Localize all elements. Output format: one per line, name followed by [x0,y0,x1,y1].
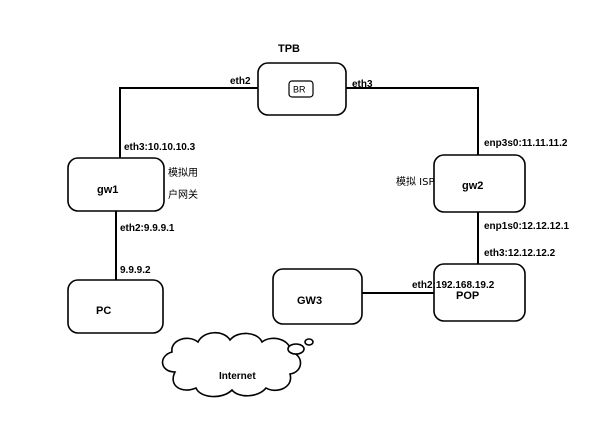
gw2-enp3s0-label: enp3s0:11.11.11.2 [484,138,568,149]
gw1-eth2-label: eth2:9.9.9.1 [120,223,175,234]
pop-label: POP [456,290,479,302]
gw1-label: gw1 [97,184,118,196]
tpb-title: TPB [278,43,300,55]
internet-label: Internet [219,371,256,382]
gw3-label: GW3 [297,295,322,307]
gw2-box[interactable] [433,154,526,213]
br-eth3-label: eth3 [352,79,373,90]
br-label: BR [293,85,306,95]
gw2-enp1s0-label: enp1s0:12.12.12.1 [484,221,569,232]
gw1-box[interactable] [67,157,165,212]
pop-eth3-label: eth3:12.12.12.2 [484,248,556,259]
gw1-note-line1: 模拟用 [168,166,198,179]
gw2-label: gw2 [462,180,483,192]
pop-eth2-label: eth2:192.168.19.2 [412,280,495,291]
gw1-eth3-label: eth3:10.10.10.3 [124,142,196,153]
pc-ip-label: 9.9.9.2 [120,265,151,276]
cloud-puff-small [304,338,314,346]
link-br-gw1 [119,87,258,158]
pc-box[interactable] [67,279,164,334]
br-eth2-label: eth2 [230,76,251,87]
cloud-puff-large [287,343,305,355]
gw3-box[interactable] [272,268,363,325]
internet-cloud[interactable] [161,331,302,398]
br-box[interactable] [288,80,314,98]
link-br-gw2 [346,87,479,155]
gw2-note: 模拟 ISP [396,175,435,188]
pc-label: PC [96,305,111,317]
gw1-note-line2: 户网关 [168,188,198,201]
pop-box[interactable] [433,263,526,322]
